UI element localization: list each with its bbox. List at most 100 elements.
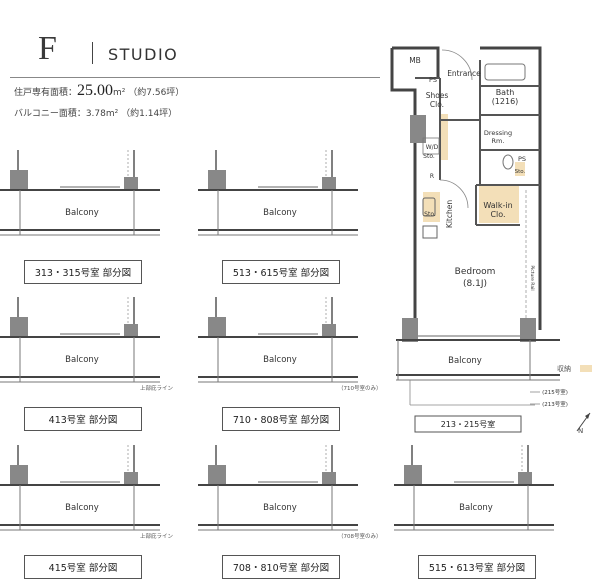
partial-plan-5: Balcony 上部庇ライン 415号室 部分図 — [0, 440, 200, 585]
partial-caption: 413号室 部分図 — [24, 407, 142, 431]
partial-column-right — [322, 324, 336, 338]
balcony-area-label: バルコニー面積：3.78m² — [14, 109, 119, 119]
partial-column-left — [10, 170, 28, 190]
partial-note: 上部庇ライン — [140, 384, 174, 392]
label-walkin-2: Clo. — [490, 210, 505, 219]
label-213-note: (213号室) — [542, 400, 568, 408]
entrance-door-swing — [441, 49, 473, 81]
label-balcony-main: Balcony — [448, 356, 482, 366]
storage-dressing — [515, 162, 525, 176]
balcony-area-tsubo: （約1.14坪） — [121, 109, 178, 119]
north-arrow-head — [585, 413, 590, 419]
unit-type-name: STUDIO — [108, 45, 179, 64]
partial-column-right — [518, 472, 532, 486]
partial-caption: 515・613号室 部分図 — [418, 555, 536, 579]
label-r: R — [430, 173, 434, 180]
label-shoes-1: Shoes — [426, 91, 449, 100]
label-dressing-2: Rm. — [492, 137, 505, 145]
partial-caption: 513・615号室 部分図 — [222, 260, 340, 284]
partial-balcony-label: Balcony — [459, 503, 493, 513]
partial-caption: 415号室 部分図 — [24, 555, 142, 579]
partial-column-left — [208, 317, 226, 337]
balcony-area-line: バルコニー面積：3.78m² （約1.14坪） — [14, 106, 177, 119]
washer-space — [422, 137, 440, 155]
main-caption-box — [414, 415, 522, 433]
partial-plan-6: Balcony （708号室のみ） 708・810号室 部分図 — [198, 440, 398, 585]
north-label: N — [578, 427, 583, 435]
private-area-value: 25.00 — [77, 82, 114, 99]
label-ps-top: PS — [429, 76, 437, 84]
label-wd: W/D — [426, 144, 439, 151]
legend-storage-label: 収納 — [557, 365, 571, 373]
partial-plan-2: Balcony 513・615号室 部分図 — [198, 145, 398, 290]
partial-column-right — [124, 324, 138, 338]
partial-balcony-label: Balcony — [263, 355, 297, 365]
partial-column-left — [10, 317, 28, 337]
title-underline — [10, 77, 380, 78]
wall-right — [480, 46, 542, 330]
column-bottom-left — [402, 318, 418, 342]
partial-note: （708号室のみ） — [338, 532, 382, 540]
partial-column-right — [124, 177, 138, 191]
column-bottom-right — [520, 318, 536, 342]
label-dressing-1: Dressing — [484, 129, 512, 137]
partial-column-right — [124, 472, 138, 486]
partial-balcony-label: Balcony — [65, 208, 99, 218]
bedroom-door-swing — [439, 179, 469, 209]
label-sto-2: Sto. — [424, 211, 436, 218]
partial-balcony-label: Balcony — [263, 503, 297, 513]
private-area-tsubo: （約7.56坪） — [128, 88, 185, 98]
partial-column-left — [208, 465, 226, 485]
storage-walkin — [479, 185, 519, 223]
north-arrow: N — [576, 412, 591, 435]
storage-kitchen — [423, 192, 440, 222]
column-kitchen — [410, 115, 426, 143]
private-area-unit: m² — [113, 88, 126, 98]
label-picture-rail: Picture Rail — [529, 265, 535, 290]
partial-caption: 710・808号室 部分図 — [222, 407, 340, 431]
bathtub — [484, 63, 526, 81]
partial-column-left — [10, 465, 28, 485]
partial-plan-1: Balcony 313・315号室 部分図 — [0, 145, 200, 290]
private-area-label: 住戸専有面積： — [14, 88, 78, 98]
partial-plan-3: Balcony 上部庇ライン 413号室 部分図 — [0, 292, 200, 437]
partial-column-right — [322, 177, 336, 191]
storage-shoes — [440, 114, 448, 160]
partial-column-right — [322, 472, 336, 486]
partial-caption: 313・315号室 部分図 — [24, 260, 142, 284]
partial-balcony-label: Balcony — [65, 503, 99, 513]
legend-storage-swatch — [580, 365, 592, 372]
label-ps-mid: PS — [518, 155, 526, 163]
main-floor-plan: MB Entrance PS Shoes Clo. Bath (1216) Dr… — [390, 46, 568, 433]
label-sto-1: Sto. — [423, 153, 435, 160]
partial-plan-7: Balcony 515・613号室 部分図 — [394, 440, 594, 585]
partial-plan-4: Balcony （710号室のみ） 710・808号室 部分図 — [198, 292, 398, 437]
wall-mb — [392, 46, 440, 78]
label-sto-3: Sto. — [515, 169, 526, 175]
kitchen-sink — [422, 197, 436, 217]
label-215-note: (215号室) — [542, 388, 568, 396]
partial-note: （710号室のみ） — [338, 384, 382, 392]
label-kitchen: Kitchen — [445, 200, 454, 228]
partial-balcony-label: Balcony — [65, 355, 99, 365]
label-entrance: Entrance — [447, 69, 481, 78]
label-mb: MB — [409, 56, 421, 65]
partial-balcony-label: Balcony — [263, 208, 297, 218]
main-caption: 213・215号室 — [441, 419, 496, 429]
label-bedroom-1: Bedroom — [455, 267, 496, 277]
kitchen-stove — [422, 225, 438, 239]
partial-column-left — [404, 465, 422, 485]
private-area-line: 住戸専有面積：25.00m² （約7.56坪） — [14, 82, 184, 100]
label-bath-2: (1216) — [492, 97, 519, 106]
label-bath-1: Bath — [496, 88, 515, 97]
partial-column-left — [208, 170, 226, 190]
unit-type-letter: F — [38, 30, 57, 67]
toilet — [502, 154, 514, 170]
title-separator — [92, 42, 93, 64]
partial-note: 上部庇ライン — [140, 532, 174, 540]
label-shoes-2: Clo. — [430, 100, 444, 109]
wall-left — [390, 48, 417, 330]
label-walkin-1: Walk-in — [483, 201, 512, 210]
partial-caption: 708・810号室 部分図 — [222, 555, 340, 579]
label-bedroom-2: (8.1J) — [463, 279, 487, 289]
